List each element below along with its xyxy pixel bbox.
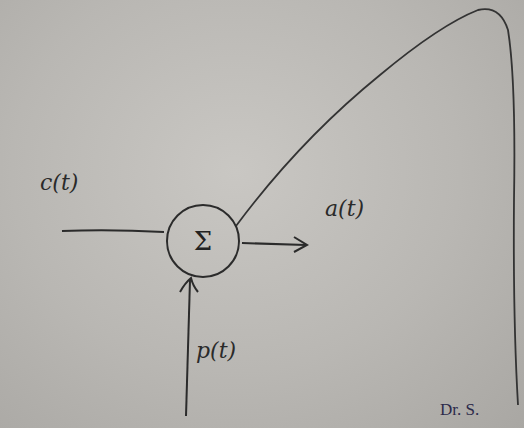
arrow-head bbox=[294, 237, 307, 252]
arrow-head bbox=[180, 278, 198, 292]
signal-name: p(t) bbox=[196, 338, 236, 363]
author-note: Dr. S. bbox=[440, 400, 479, 420]
feedback-wire bbox=[186, 280, 190, 416]
sum-symbol: Σ bbox=[165, 203, 241, 279]
signal-name: a(t) bbox=[325, 196, 364, 221]
output-wire bbox=[242, 243, 306, 245]
input-wire bbox=[62, 230, 164, 232]
summing-junction: Σ bbox=[165, 203, 241, 279]
curve-stroke bbox=[236, 9, 518, 405]
signal-name: c(t) bbox=[40, 170, 78, 195]
